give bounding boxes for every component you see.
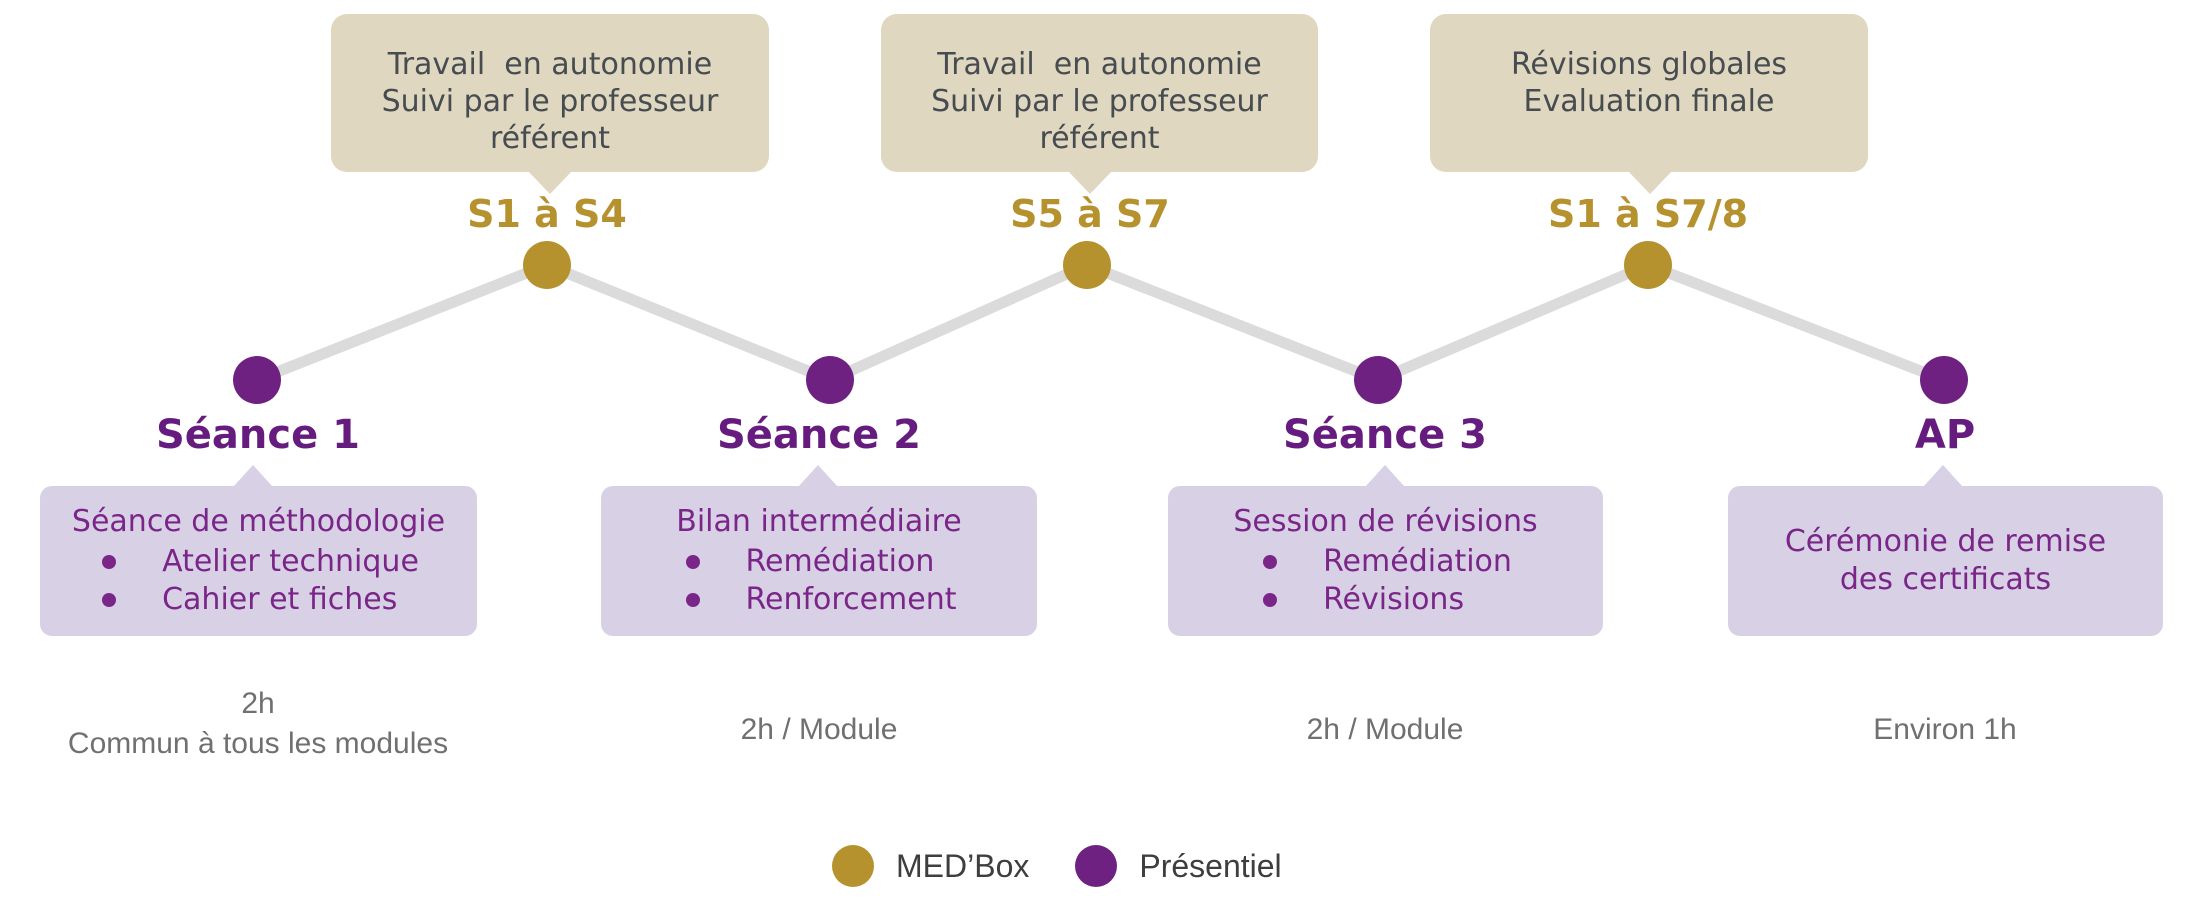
legend-label: MED’Box xyxy=(896,847,1030,884)
legend-label: Présentiel xyxy=(1139,847,1282,884)
bullet-item: Cahier et fiches xyxy=(98,581,419,619)
session-box-heading: Bilan intermédiaire xyxy=(676,504,962,539)
session-tail-up-icon xyxy=(798,465,838,487)
presentiel-dot-icon xyxy=(1075,845,1118,887)
session-tail-up-icon xyxy=(1923,465,1963,487)
session-box-heading: Séance de méthodologie xyxy=(71,504,446,539)
callout-text: Evaluation finale xyxy=(1523,84,1775,119)
duration-line: 2h xyxy=(241,687,275,720)
legend: MED’Box Présentiel xyxy=(832,845,1282,887)
duration-line: 2h / Module xyxy=(740,713,898,746)
callout-autonomy-1: Travail en autonomie Suivi par le profes… xyxy=(331,14,769,194)
session-bullet-list: Remédiation Renforcement xyxy=(682,543,957,619)
bullet-item: Remédiation xyxy=(1259,543,1512,581)
duration-ap: Environ 1h xyxy=(1685,710,2192,750)
presentiel-dot-icon xyxy=(806,356,854,404)
session-title-seance3: Séance 3 xyxy=(1282,412,1487,458)
duration-line: 2h / Module xyxy=(1306,713,1464,746)
session-box-seance1: Séance de méthodologie Atelier technique… xyxy=(40,465,477,636)
session-box-heading: Cérémonie de remise des certificats xyxy=(1784,524,2107,597)
callout-text: Révisions globales xyxy=(1510,47,1788,82)
session-tail-up-icon xyxy=(1365,465,1405,487)
session-title-ap: AP xyxy=(1914,412,1976,458)
medbox-dot-icon xyxy=(1063,241,1111,289)
duration-seance2: 2h / Module xyxy=(559,710,1079,750)
bullet-item: Révisions xyxy=(1259,581,1512,619)
medbox-dot-icon xyxy=(523,241,571,289)
bullet-item: Atelier technique xyxy=(98,543,419,581)
session-title-seance1: Séance 1 xyxy=(155,412,360,458)
session-box-seance2: Bilan intermédiaire Remédiation Renforce… xyxy=(601,465,1037,636)
milestone-label-s1-s78: S1 à S7/8 xyxy=(1547,192,1749,236)
presentiel-dot-icon xyxy=(1354,356,1402,404)
session-title-seance2: Séance 2 xyxy=(716,412,921,458)
callout-autonomy-2: Travail en autonomie Suivi par le profes… xyxy=(881,14,1318,194)
legend-item-medbox: MED’Box xyxy=(832,845,1029,887)
session-box-ap: Cérémonie de remise des certificats xyxy=(1728,465,2163,636)
callout-tail-down-icon xyxy=(1627,170,1673,194)
medbox-dot-icon xyxy=(1624,241,1672,289)
callout-text: référent xyxy=(489,121,611,156)
callout-text: Travail en autonomie xyxy=(937,47,1262,82)
callout-tail-down-icon xyxy=(1067,170,1113,194)
callout-final-revisions: Révisions globales Evaluation finale xyxy=(1430,14,1868,194)
presentiel-dot-icon xyxy=(1920,356,1968,404)
medbox-dot-icon xyxy=(832,845,874,887)
legend-item-presentiel: Présentiel xyxy=(1075,845,1282,887)
session-box-seance3: Session de révisions Remédiation Révisio… xyxy=(1168,465,1603,636)
duration-line: Environ 1h xyxy=(1873,713,2017,746)
session-box-heading: Session de révisions xyxy=(1233,504,1538,539)
duration-seance1: 2h Commun à tous les modules xyxy=(0,684,518,764)
milestone-label-s1-s4: S1 à S4 xyxy=(467,192,627,236)
callout-tail-down-icon xyxy=(527,170,573,194)
session-bullet-list: Atelier technique Cahier et fiches xyxy=(98,543,419,619)
duration-line: Commun à tous les modules xyxy=(67,727,449,760)
bullet-item: Remédiation xyxy=(682,543,957,581)
callout-text: Travail en autonomie xyxy=(387,47,713,82)
callout-text: Suivi par le professeur xyxy=(381,84,719,119)
milestone-label-s5-s7: S5 à S7 xyxy=(1010,192,1170,236)
session-bullet-list: Remédiation Révisions xyxy=(1259,543,1512,619)
bullet-item: Renforcement xyxy=(682,581,957,619)
callout-text: référent xyxy=(1039,121,1160,156)
presentiel-dot-icon xyxy=(233,356,281,404)
callout-text: Suivi par le professeur xyxy=(931,84,1268,119)
duration-seance3: 2h / Module xyxy=(1125,710,1645,750)
session-tail-up-icon xyxy=(233,465,273,487)
